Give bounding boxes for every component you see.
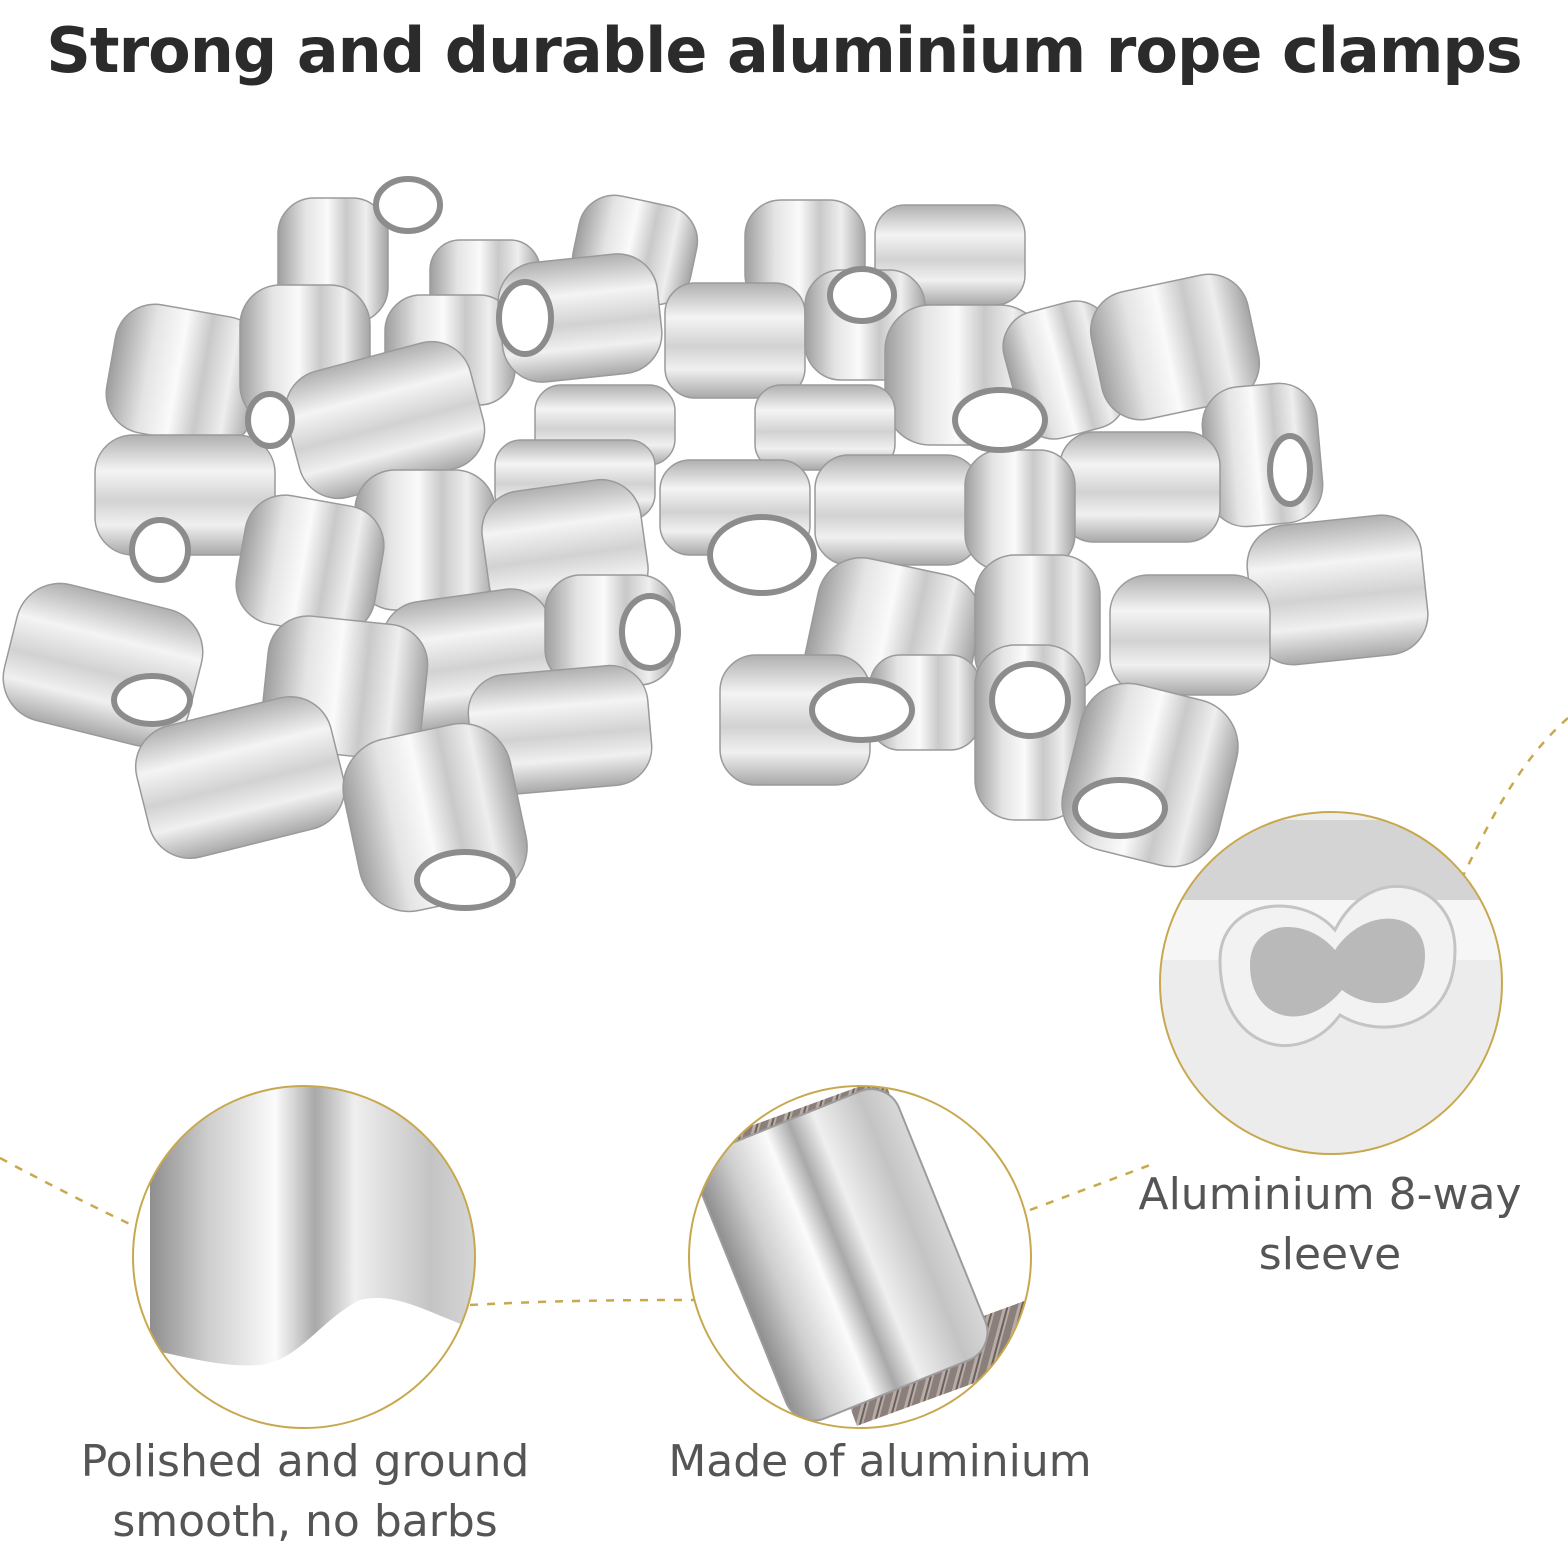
- feature-label-material: Made of aluminium: [668, 1436, 1092, 1487]
- zoom-polished-surface: [132, 1085, 476, 1429]
- clamp-openings: [111, 176, 1313, 911]
- zoom-aluminium-on-rope: [688, 1085, 1032, 1429]
- feature-label-polished: Polished and ground smooth, no barbs: [80, 1436, 530, 1547]
- headline: Strong and durable aluminium rope clamps: [46, 14, 1522, 87]
- zoom-sleeve-end: [1159, 811, 1503, 1155]
- connector-lines: [0, 717, 1568, 1307]
- feature-label-sleeve: Aluminium 8-way sleeve: [1138, 1169, 1522, 1280]
